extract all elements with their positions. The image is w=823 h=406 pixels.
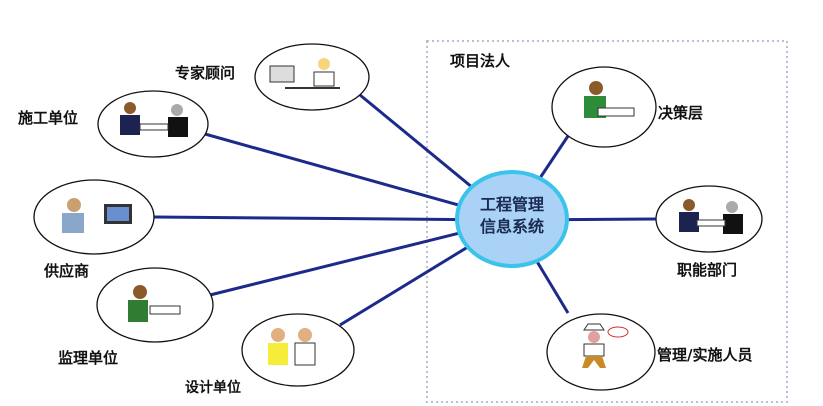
functional-people-icon	[679, 199, 743, 234]
label-supplier: 供应商	[44, 262, 90, 280]
center-line2: 信息系统	[479, 217, 544, 236]
center-node-label: 工程管理 信息系统	[462, 194, 562, 238]
line-supplier	[153, 215, 513, 222]
design-people-icon	[268, 328, 316, 366]
label-expert: 专家顾问	[175, 64, 236, 82]
label-decision: 决策层	[658, 104, 704, 122]
label-supervision: 监理单位	[58, 349, 119, 367]
label-construction: 施工单位	[18, 109, 79, 127]
label-staff: 管理/实施人员	[657, 346, 753, 364]
decision-person-icon	[584, 81, 635, 118]
expert-person-icon	[269, 58, 340, 89]
supervision-person-icon	[128, 285, 181, 322]
staff-cowboy-icon	[582, 323, 629, 368]
center-node	[455, 170, 569, 268]
center-line1: 工程管理	[479, 195, 544, 214]
node-supplier	[33, 179, 155, 255]
label-functional: 职能部门	[677, 261, 738, 279]
node-supervision	[96, 267, 214, 343]
construction-people-icon	[120, 102, 188, 137]
label-design: 设计单位	[185, 380, 241, 396]
project-owner-label: 项目法人	[450, 52, 511, 70]
node-expert	[254, 43, 370, 111]
node-functional	[655, 185, 763, 253]
project-owner-boundary	[426, 40, 788, 403]
supplier-phone-person-icon	[62, 198, 132, 233]
